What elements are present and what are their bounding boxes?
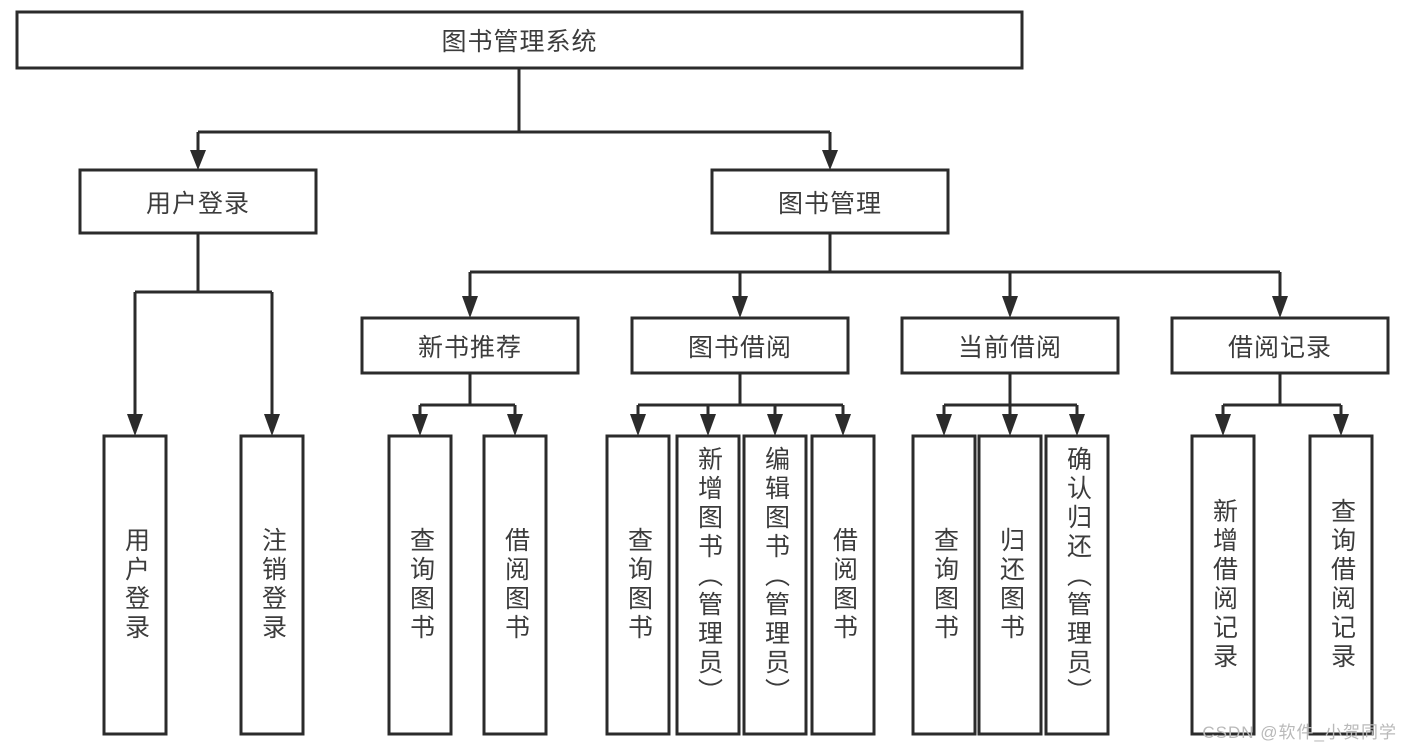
watermark-text: CSDN @软件_小贺同学	[1202, 723, 1397, 742]
connector-borrowrecord-to-leaves	[1215, 373, 1349, 436]
node-root-box[interactable]	[15, 10, 1024, 70]
connector-currentborrow-to-leaves	[936, 373, 1085, 436]
node-leaf-box[interactable]	[1044, 434, 1110, 736]
node-leaf-box[interactable]	[605, 434, 671, 736]
node-leaf-box[interactable]	[482, 434, 548, 736]
connector-bookborrow-to-leaves	[630, 373, 851, 436]
node-leaf-box[interactable]	[742, 434, 808, 736]
node-leaf-box[interactable]	[911, 434, 977, 736]
node-level2-book-borrow-box[interactable]	[630, 316, 850, 375]
node-leaf-box[interactable]	[675, 434, 741, 736]
connector-bookmgmt-to-level2	[462, 233, 1288, 318]
node-leaf-box[interactable]	[1308, 434, 1374, 736]
node-level1-book-management-box[interactable]	[710, 168, 950, 235]
node-leaf-box[interactable]	[810, 434, 876, 736]
connector-newbook-to-leaves	[412, 373, 523, 436]
node-leaf-box[interactable]	[239, 434, 305, 736]
node-leaf-box[interactable]	[102, 434, 168, 736]
node-level2-borrow-record-box[interactable]	[1170, 316, 1390, 375]
node-leaf-box[interactable]	[1190, 434, 1256, 736]
node-level2-new-book-recommend-box[interactable]	[360, 316, 580, 375]
node-level2-current-borrow-box[interactable]	[900, 316, 1120, 375]
node-leaf-box[interactable]	[977, 434, 1043, 736]
node-leaf-box[interactable]	[387, 434, 453, 736]
node-level1-user-login-box[interactable]	[78, 168, 318, 235]
connector-root-to-level1	[190, 68, 838, 170]
connector-userlogin-to-leaves	[127, 233, 280, 436]
